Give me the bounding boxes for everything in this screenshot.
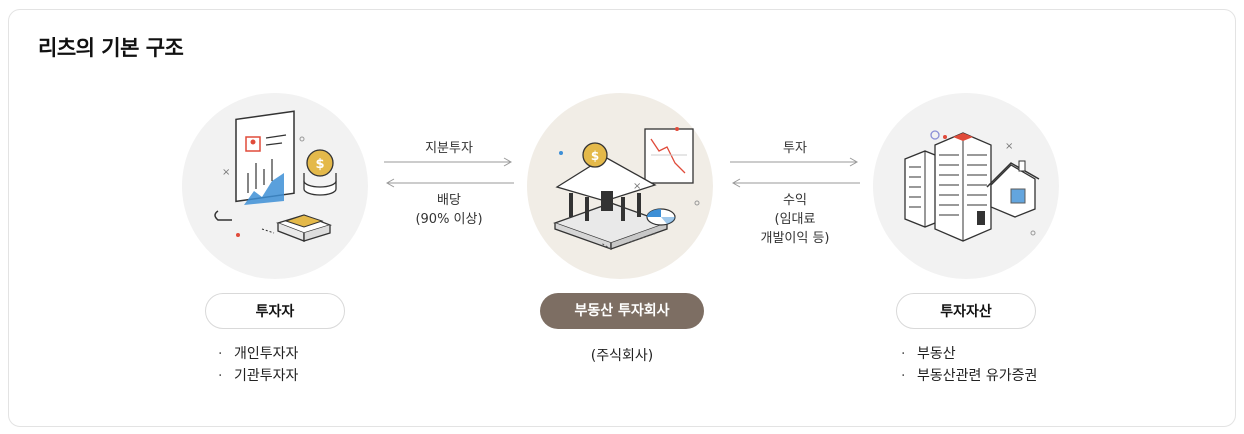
chart-board-icon [644, 128, 694, 184]
investor-document-icon [214, 110, 295, 221]
investor-illustration: $ × [182, 93, 368, 279]
svg-text:$: $ [315, 157, 324, 172]
dividend-line1: 배당 [437, 193, 461, 208]
list-item: ·부동산관련 유가증권 [901, 368, 1038, 384]
list-item: ·개인투자자 [218, 346, 299, 362]
arrow-left-asset-to-company [731, 178, 860, 188]
list-item: ·기관투자자 [218, 368, 299, 384]
company-pill: 부동산 투자회사 [540, 293, 704, 329]
asset-bullet-list: ·부동산 ·부동산관련 유가증권 [901, 343, 1037, 387]
arrow-left-company-to-investor [385, 178, 514, 188]
arrow-label-dividend: 배당 (90% 이상) [384, 191, 514, 229]
asset-illustration: × [873, 93, 1059, 279]
svg-text:$: $ [591, 149, 599, 163]
asset-pill: 투자자산 [896, 293, 1036, 329]
return-line1: 수익 [783, 193, 807, 208]
return-line2: (임대료 [774, 212, 816, 227]
arrow-label-return: 수익 (임대료 개발이익 등) [730, 191, 860, 248]
dividend-line2: (90% 이상) [415, 212, 483, 227]
investor-bullet-list: ·개인투자자 ·기관투자자 [218, 343, 298, 387]
pie-chart-icon [646, 208, 676, 226]
svg-text:×: × [1005, 141, 1013, 152]
buildings-icon [904, 132, 992, 242]
arrow-label-invest: 투자 [783, 141, 807, 156]
page-title: 리츠의 기본 구조 [38, 36, 184, 60]
bank-icon: $ [553, 142, 669, 250]
return-line3: 개발이익 등) [760, 231, 830, 246]
arrow-right-investor-to-company [384, 157, 513, 167]
arrow-label-equity: 지분투자 [425, 141, 473, 156]
investor-pill: 투자자 [205, 293, 345, 329]
arrow-right-company-to-asset [730, 157, 859, 167]
money-stack-icon [261, 214, 332, 242]
svg-text:×: × [222, 167, 230, 178]
coins-icon: $ [303, 149, 337, 196]
svg-text:×: × [633, 181, 641, 192]
company-subtitle: (주식회사) [590, 348, 654, 364]
company-illustration: $ × [527, 93, 713, 279]
house-icon [986, 160, 1040, 218]
list-item: ·부동산 [901, 346, 956, 362]
